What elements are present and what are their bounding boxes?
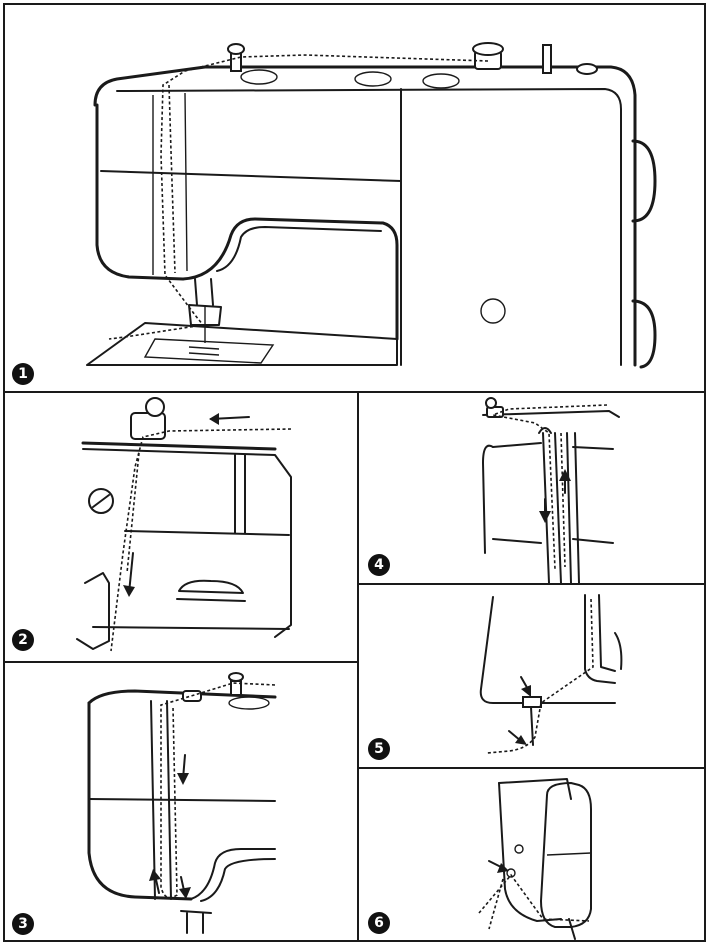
step-6-panel: 6	[357, 767, 706, 942]
step-4-illustration	[482, 397, 620, 583]
step-5-panel: 5	[357, 583, 706, 769]
step-4-badge: 4	[368, 554, 390, 576]
step-2-illustration	[76, 397, 292, 652]
step-2-panel: 2	[3, 391, 359, 663]
step-5-badge: 5	[368, 738, 390, 760]
step-3-badge: 3	[12, 913, 34, 935]
step-1-badge: 1	[12, 363, 34, 385]
step-2-badge: 2	[12, 629, 34, 651]
step-6-illustration	[478, 778, 592, 940]
step-1-illustration	[86, 42, 657, 369]
step-6-badge: 6	[368, 912, 390, 934]
step-3-panel: 3	[3, 661, 359, 942]
step-3-illustration	[87, 672, 277, 934]
step-5-illustration	[479, 594, 623, 754]
step-4-panel: 4	[357, 391, 706, 585]
step-1-panel: 1	[3, 3, 706, 393]
